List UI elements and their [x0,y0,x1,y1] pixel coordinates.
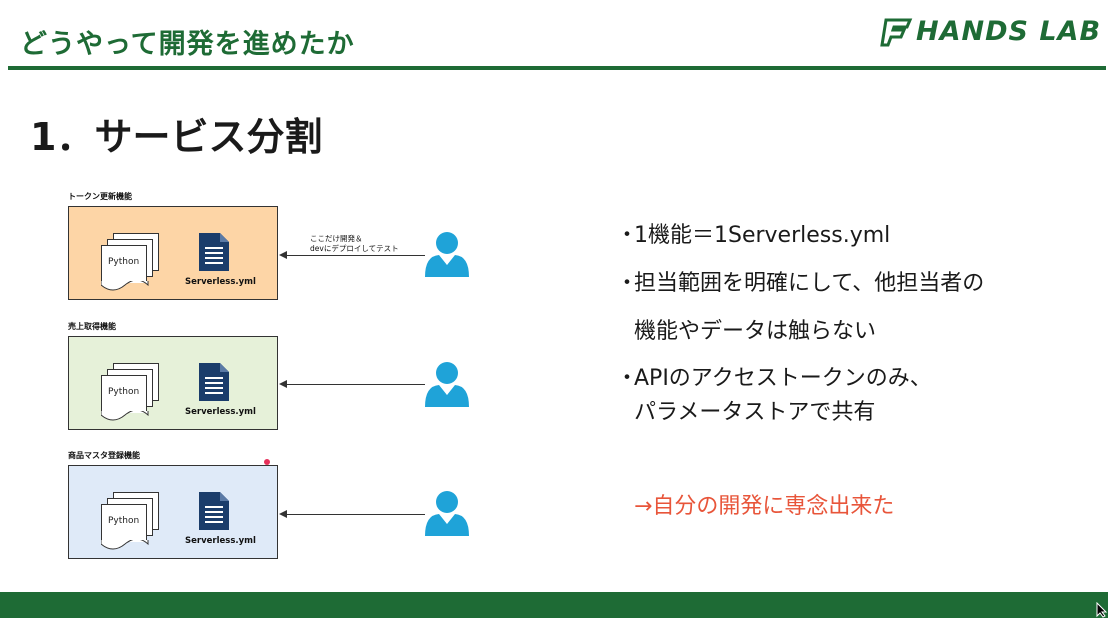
arrow-line [285,255,425,256]
annotation-line: devにデプロイしてテスト [310,244,399,253]
python-label: Python [108,516,140,526]
function-box-product-master: Python Serverless.yml [68,465,278,559]
yml-label: Serverless.yml [185,407,256,417]
yml-document-icon [199,363,229,401]
conclusion-text: →自分の開発に専念出来た [634,494,895,519]
annotation-line: ここだけ開発＆ [310,234,363,243]
diagram-annotation: ここだけ開発＆ devにデプロイしてテスト [310,234,399,254]
yml-label: Serverless.yml [185,536,256,546]
slide-header-title: どうやって開発を進めたか [20,29,355,60]
hands-lab-logo: HANDS LAB [880,14,1100,50]
arrow-head [279,380,287,388]
red-marker-dot [264,459,270,465]
arrow-line [285,514,425,515]
arrow-line [285,384,425,385]
bullet-item: ・APIのアクセストークンのみ、 [616,360,932,392]
user-icon [425,232,469,277]
group-label-product-master: 商品マスタ登録機能 [68,451,140,460]
bullet-item: ・担当範囲を明確にして、他担当者の [616,265,984,297]
arrow-head [279,510,287,518]
bullet-text: 担当範囲を明確にして、他担当者の [634,271,985,296]
python-files-icon: Python [101,492,165,550]
python-files-icon: Python [101,233,165,291]
mouse-cursor-icon [1096,602,1108,618]
bullet-mark: ・ [616,366,639,391]
function-box-token: Python Serverless.yml [68,206,278,300]
logo-text: HANDS LAB [916,16,1102,47]
bullet-continuation: 機能やデータは触らない [634,319,877,344]
section-title: 1．サービス分割 [30,115,323,159]
bullet-item: ・1機能＝1Serverless.yml [616,217,890,249]
arrow-head [279,251,287,259]
bullet-continuation: パラメータストアで共有 [634,400,876,425]
yml-document-icon [199,233,229,271]
user-icon [425,491,469,536]
bullet-text: 1機能＝1Serverless.yml [634,223,891,248]
python-label: Python [108,387,140,397]
bullet-text: APIのアクセストークンのみ、 [634,366,932,391]
logo-mark-icon [880,18,913,47]
user-icon [425,362,469,407]
function-box-sales: Python Serverless.yml [68,336,278,430]
yml-label: Serverless.yml [185,277,256,287]
group-label-token: トークン更新機能 [68,192,132,201]
header-divider [8,66,1106,70]
slide-footer-bar [0,592,1108,618]
python-label: Python [108,257,140,267]
bullet-mark: ・ [616,223,639,248]
python-files-icon: Python [101,363,165,421]
yml-document-icon [199,492,229,530]
bullet-mark: ・ [616,271,639,296]
group-label-sales: 売上取得機能 [68,322,116,331]
